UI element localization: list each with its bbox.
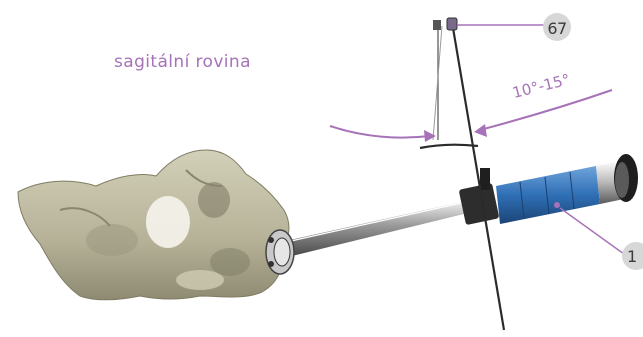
pelvis-illustration [18, 150, 289, 300]
callout-1: 1 [622, 242, 643, 270]
callout-1-leader [560, 208, 624, 254]
reamer-instrument [266, 154, 638, 274]
alignment-rod-icon [420, 18, 504, 330]
callout-67: 67 [543, 14, 571, 42]
callout-1-dot [554, 202, 560, 208]
sagittal-plane-label: sagitální rovina [114, 52, 251, 72]
